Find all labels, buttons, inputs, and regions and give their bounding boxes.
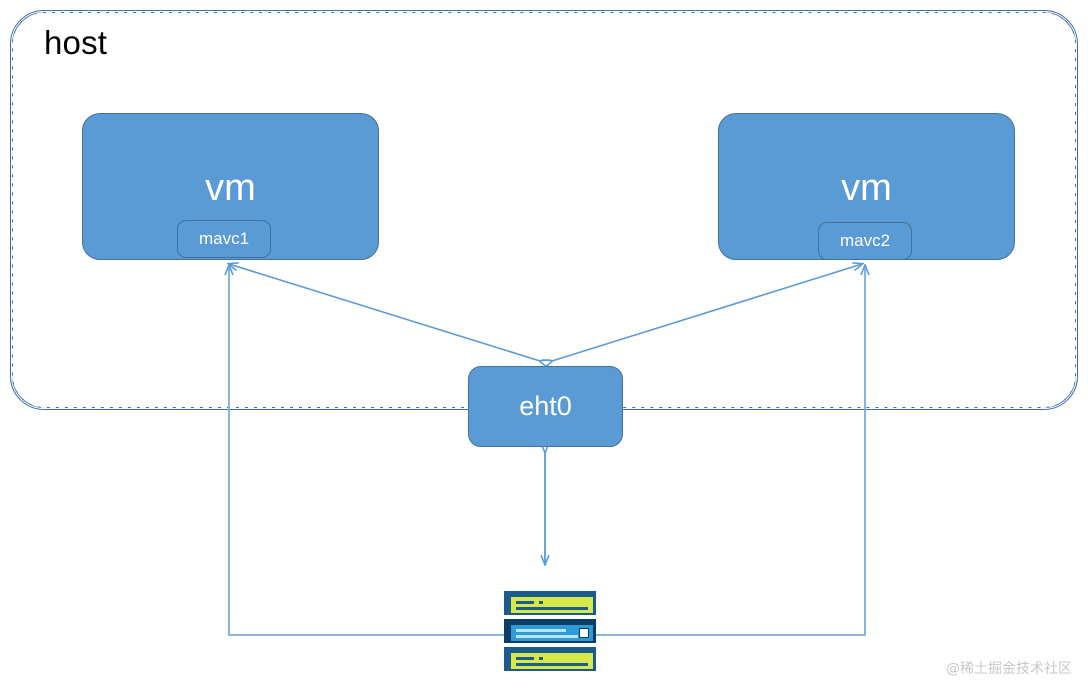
vm-node-left[interactable]: vm (82, 113, 379, 260)
network-switch-icon[interactable] (504, 591, 596, 671)
switch-bar (539, 657, 543, 660)
vm-right-label: vm (841, 167, 892, 209)
switch-bar (516, 601, 534, 604)
vm-left-label: vm (205, 167, 256, 209)
switch-unit-middle (504, 619, 596, 643)
switch-bar (516, 663, 588, 666)
switch-unit-top (504, 591, 596, 615)
watermark-text: @稀土掘金技术社区 (946, 661, 1072, 677)
host-label: host (44, 24, 108, 61)
switch-face-bottom (511, 653, 593, 669)
switch-bar (539, 601, 543, 604)
switch-unit-bottom (504, 647, 596, 671)
switch-face-top (511, 597, 593, 613)
switch-bar (516, 635, 578, 638)
switch-led-icon (579, 628, 589, 638)
interface-node-mavc1[interactable]: mavc1 (177, 220, 271, 258)
switch-bar (516, 657, 534, 660)
interface-node-mavc2[interactable]: mavc2 (818, 222, 912, 260)
switch-face-middle (511, 625, 593, 641)
bridge-node-eht0[interactable]: eht0 (468, 366, 623, 447)
switch-bar (516, 629, 566, 632)
switch-bar (516, 607, 588, 610)
